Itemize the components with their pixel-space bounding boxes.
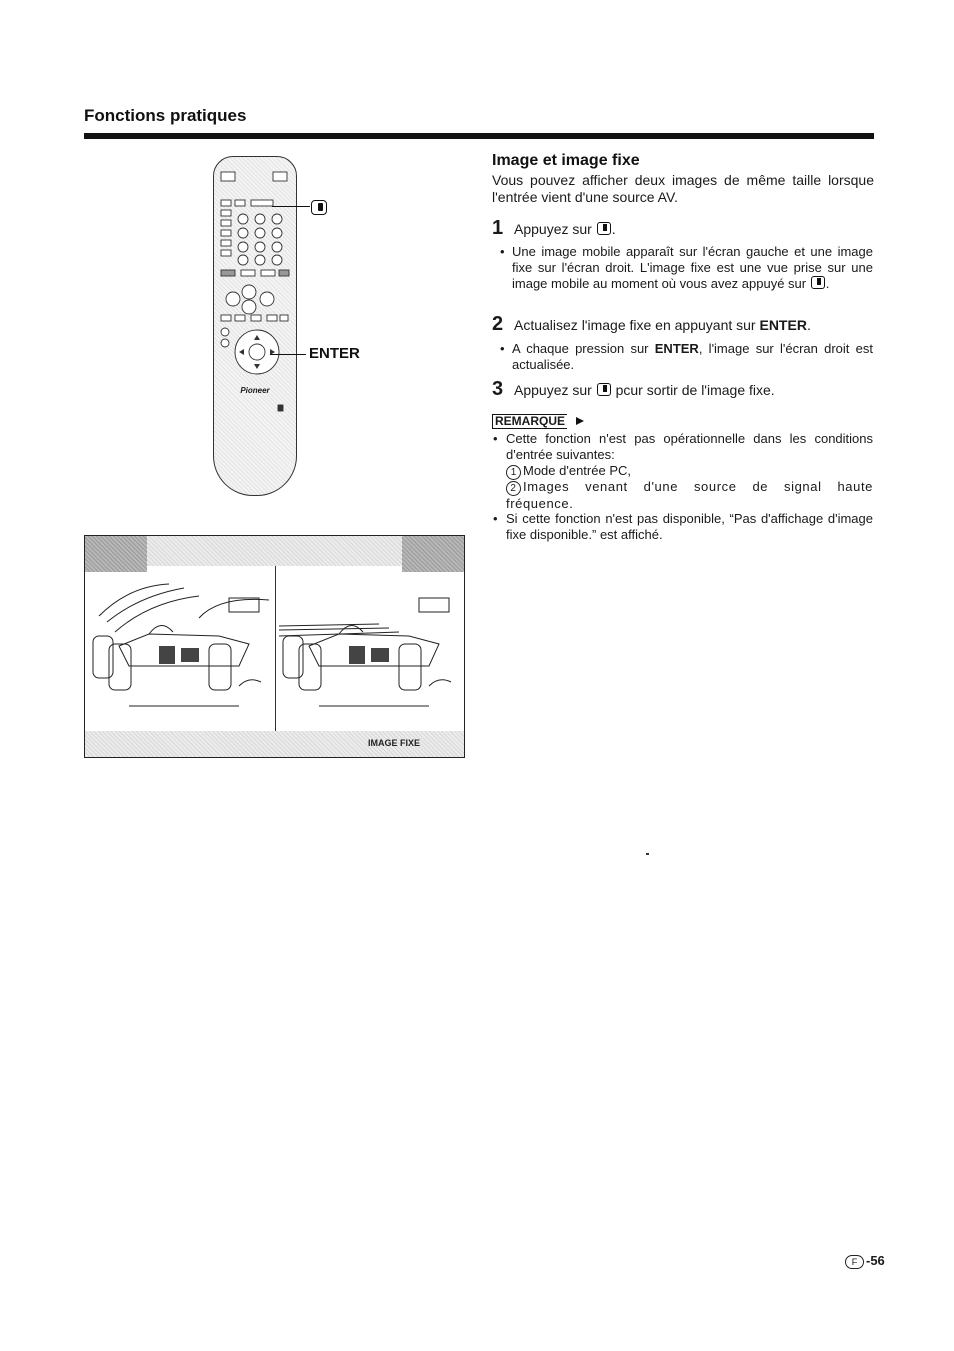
step-1-text-after: .	[611, 221, 616, 237]
screen-divider	[275, 566, 276, 731]
section-title: Fonctions pratiques	[84, 106, 247, 125]
article-intro: Vous pouvez afficher deux images de même…	[492, 172, 874, 205]
step-2-text: Actualisez l'image fixe en appuyant sur …	[514, 317, 811, 333]
circled-number-2: 2	[506, 481, 521, 496]
still-image-button-icon	[596, 383, 611, 396]
remote-control-illustration: Pioneer	[205, 152, 305, 498]
remote-brand: Pioneer	[240, 386, 270, 395]
enter-callout-line	[270, 354, 306, 355]
circled-number-1: 1	[506, 465, 521, 480]
screen-top-right-shade	[402, 536, 464, 572]
remark-label: REMARQUE	[492, 414, 568, 429]
remark-note-2: Si cette fonction n'est pas disponible, …	[493, 511, 873, 543]
step-2-text-before: Actualisez l'image fixe en appuyant sur	[514, 317, 756, 333]
still-image-button-icon	[311, 200, 327, 215]
page-number: F-56	[845, 1253, 885, 1269]
still-button-callout-line	[272, 206, 310, 207]
condition-1-text: Mode d'entrée PC,	[523, 463, 631, 478]
step-1-bullet-text: Une image mobile apparaît sur l'écran ga…	[512, 244, 873, 291]
language-badge: F	[845, 1255, 864, 1269]
step-3-text-after: pcur sortir de l'image fixe.	[615, 382, 775, 398]
condition-2-text: Images venant d'une source de signal hau…	[506, 479, 873, 511]
step-3-text: Appuyez sur pcur sortir de l'image fixe.	[514, 382, 775, 398]
still-image-button-icon	[810, 276, 825, 289]
print-speck	[646, 853, 649, 855]
page-number-value: -56	[866, 1253, 885, 1268]
step-2-bullet-text: A chaque pression sur	[512, 341, 649, 356]
still-image-button-icon	[596, 222, 611, 235]
step-1-text: Appuyez sur .	[514, 221, 616, 237]
step-1-number: 1	[492, 217, 504, 239]
remote-buttons-art	[220, 171, 290, 412]
header-rule	[84, 133, 874, 139]
enter-callout-label: ENTER	[309, 345, 360, 362]
step-2-bullet-end: , l'image sur l'écran droit est actualis…	[512, 341, 873, 372]
step-1-text-before: Appuyez sur	[514, 221, 592, 237]
remark-note-1: Cette fonction n'est pas opérationnelle …	[493, 431, 873, 463]
step-2-bullet-enter: ENTER	[654, 341, 699, 356]
remark-arrow-icon	[576, 417, 584, 425]
article-title: Image et image fixe	[492, 152, 640, 169]
image-fixe-status-label: IMAGE FIXE	[367, 738, 420, 748]
step-3-number: 3	[492, 378, 504, 400]
moving-image-race-car	[92, 583, 270, 707]
split-screen-illustration: IMAGE FIXE	[84, 535, 465, 758]
step-2-number: 2	[492, 313, 504, 335]
step-1-bullet: Une image mobile apparaît sur l'écran ga…	[500, 244, 873, 292]
screen-top-left-shade	[85, 536, 147, 572]
step-3-text-before: Appuyez sur	[514, 382, 592, 398]
step-2-bullet: A chaque pression sur ENTER, l'image sur…	[500, 341, 873, 373]
step-2-text-after: .	[806, 317, 811, 333]
screen-status-bar	[85, 731, 464, 757]
still-image-race-car	[279, 597, 452, 707]
step-1-bullet-end: .	[825, 276, 830, 291]
screen-top-band	[85, 536, 464, 566]
step-2-enter-key: ENTER	[759, 317, 807, 333]
